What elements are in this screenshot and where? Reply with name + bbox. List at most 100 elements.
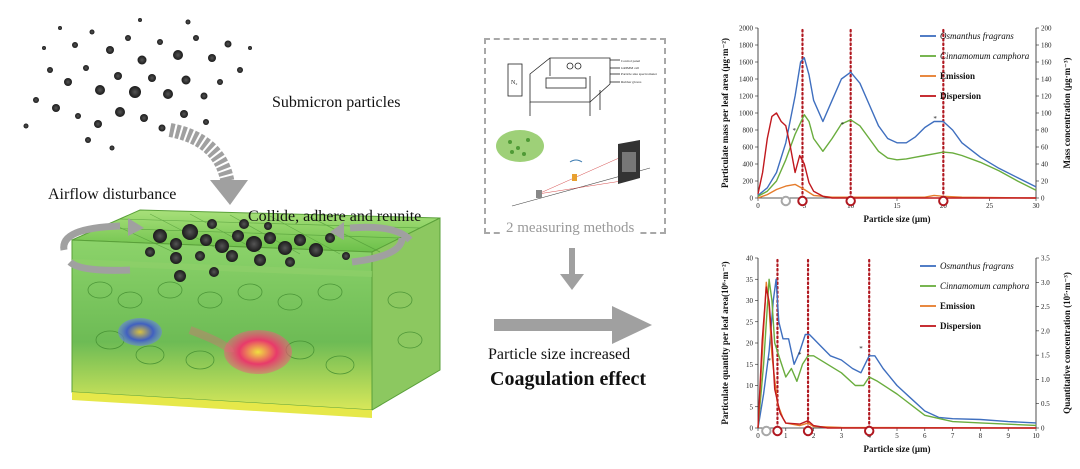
significance-mark: *: [767, 357, 771, 365]
significance-mark: *: [859, 345, 863, 353]
y-axis-title: Particulate mass per leaf area (μg·m⁻²): [720, 38, 730, 188]
apparatus-label-gloves: Rubber gloves: [621, 80, 642, 84]
y2-tick-label: 0: [1041, 425, 1045, 433]
microscopy-setup: [496, 130, 651, 207]
n2-cylinder-label: N₂: [511, 80, 517, 86]
significance-mark: *: [798, 351, 802, 359]
y2-tick-label: 0.5: [1041, 400, 1050, 408]
airflow-arrowhead-right: [128, 218, 144, 236]
mass-distribution-chart: 0510152025300200400600800100012001400160…: [720, 25, 1072, 225]
airflow-arrowhead-left: [330, 222, 344, 240]
legend-label: Emission: [940, 301, 975, 311]
y-axis-title: Particulate quantity per leaf area(10⁶·m…: [720, 261, 730, 424]
y-tick-label: 1000: [739, 110, 754, 118]
y-tick-label: 25: [746, 318, 754, 326]
x-tick-label: 30: [1033, 202, 1041, 210]
x-tick-label: 25: [986, 202, 994, 210]
y2-tick-label: 160: [1041, 59, 1052, 67]
apparatus-label-spectrometer: Particle size spectrometer: [621, 72, 658, 76]
airflow-circular-arrows: [60, 222, 413, 274]
right-arrow-large: [494, 306, 652, 344]
y-tick-label: 1600: [739, 59, 754, 67]
particle-size-increased-label: Particle size increased: [488, 346, 631, 363]
y-tick-label: 800: [743, 127, 754, 135]
deposited-particles: [145, 219, 350, 282]
series-line-cinnamomum-camphora: [757, 113, 1037, 197]
down-arrow-small: [560, 248, 584, 290]
y2-tick-label: 2.5: [1041, 303, 1050, 311]
y2-axis-title: Quantitative concentration (10⁵·m⁻³): [1062, 272, 1072, 414]
y-tick-label: 35: [746, 276, 754, 284]
y2-tick-label: 60: [1041, 144, 1049, 152]
y2-tick-label: 140: [1041, 76, 1052, 84]
y-tick-label: 5: [750, 403, 754, 411]
y-tick-label: 1200: [739, 93, 754, 101]
y2-tick-label: 180: [1041, 42, 1052, 50]
measuring-methods-label: 2 measuring methods: [502, 220, 639, 237]
y-tick-label: 1400: [739, 76, 754, 84]
significance-mark: *: [792, 127, 796, 135]
legend-label: Osmanthus fragrans: [940, 261, 1014, 271]
y2-tick-label: 80: [1041, 127, 1049, 135]
y2-tick-label: 0: [1041, 195, 1045, 203]
x-tick-label: 7: [951, 432, 955, 440]
legend-label: Cinnamomum camphora: [940, 51, 1030, 61]
y2-tick-label: 2.0: [1041, 327, 1050, 335]
airflow-disturbance-label: Airflow disturbance: [48, 186, 177, 203]
x-tick-label: 0: [756, 202, 760, 210]
y2-tick-label: 3.5: [1041, 255, 1050, 263]
y-tick-label: 30: [746, 297, 754, 305]
legend-label: Osmanthus fragrans: [940, 31, 1014, 41]
x-tick-label: 6: [923, 432, 927, 440]
y-tick-label: 200: [743, 178, 754, 186]
series-line-emission: [757, 183, 1037, 199]
collide-adhere-label: Collide, adhere and reunite: [248, 208, 422, 225]
apparatus-label-grimm: GRIMM cell: [621, 66, 639, 70]
series-line-dispersion: [757, 286, 1036, 429]
gray-circle-marker: [761, 425, 772, 437]
y-tick-label: 40: [746, 255, 754, 263]
coagulation-effect-label: Coagulation effect: [490, 368, 647, 390]
quantity-distribution-chart: 012345678910051015202530354000.51.01.52.…: [720, 255, 1072, 455]
y-tick-label: 0: [750, 425, 754, 433]
series-line-osmanthus-fragrans: [757, 278, 1037, 429]
y2-tick-label: 40: [1041, 161, 1049, 169]
y-tick-label: 10: [746, 382, 754, 390]
series-line-dispersion: [757, 112, 1036, 199]
legend-label: Cinnamomum camphora: [940, 281, 1030, 291]
x-tick-label: 8: [979, 432, 983, 440]
y-tick-label: 2000: [739, 25, 754, 33]
x-tick-label: 3: [840, 432, 844, 440]
y2-tick-label: 1.5: [1041, 352, 1050, 360]
apparatus-label-control: Control panel: [621, 59, 640, 63]
red-circle-marker: [772, 425, 783, 437]
y-tick-label: 15: [746, 361, 754, 369]
y-tick-label: 0: [750, 195, 754, 203]
x-tick-label: 5: [895, 432, 899, 440]
red-circle-marker: [802, 425, 814, 437]
legend-label: Dispersion: [940, 321, 981, 331]
y-tick-label: 600: [743, 144, 754, 152]
y-tick-label: 20: [746, 340, 754, 348]
red-circle-marker: [845, 195, 856, 207]
apparatus-illustrations: N₂ Control panel GRIMM cell Particle siz…: [496, 57, 658, 207]
y2-axis-title: Mass concentration (μg·m⁻³): [1062, 57, 1072, 168]
gray-circle-marker: [780, 195, 792, 207]
legend-label: Emission: [940, 71, 975, 81]
submicron-particles: [23, 18, 252, 151]
y-tick-label: 1800: [739, 42, 754, 50]
x-tick-label: 5: [803, 202, 807, 210]
series-line-osmanthus-fragrans: [757, 57, 1037, 196]
significance-mark: *: [933, 115, 937, 123]
y2-tick-label: 3.0: [1041, 279, 1050, 287]
x-tick-label: 0: [756, 432, 760, 440]
y2-tick-label: 1.0: [1041, 376, 1050, 384]
x-tick-label: 10: [1033, 432, 1041, 440]
x-tick-label: 2: [812, 432, 816, 440]
x-axis-title: Particle size (μm): [863, 214, 930, 224]
red-circle-marker: [864, 425, 875, 437]
x-tick-label: 9: [1006, 432, 1010, 440]
submicron-particles-label: Submicron particles: [272, 94, 401, 111]
x-tick-label: 1: [784, 432, 788, 440]
airflow-arrow-down: [168, 123, 248, 205]
